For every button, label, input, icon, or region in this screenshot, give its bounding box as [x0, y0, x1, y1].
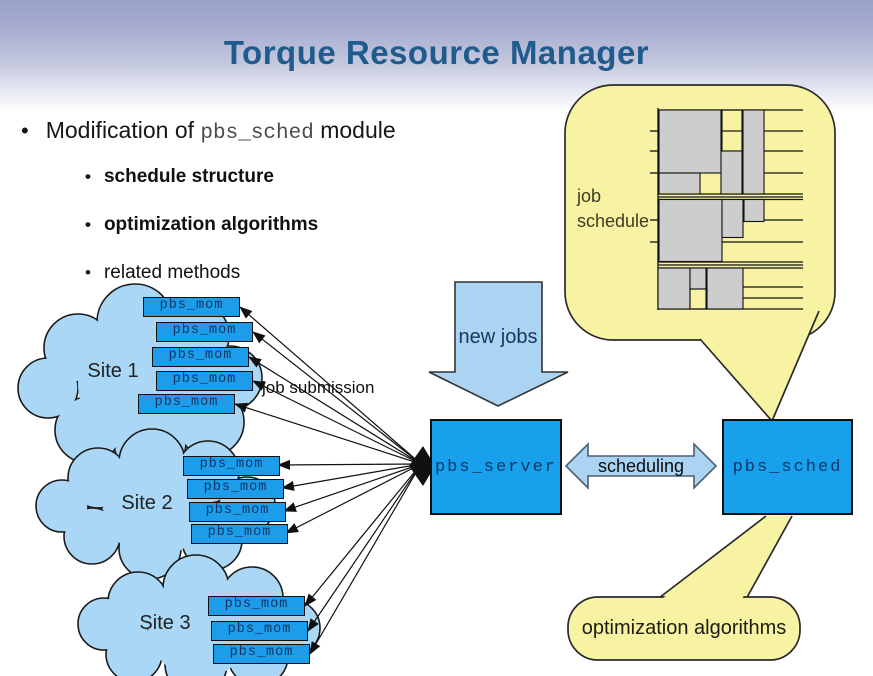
sub-bullet-schedule-structure: •schedule structure: [85, 166, 274, 187]
node-pbs-mom: pbs_mom: [208, 596, 305, 616]
node-pbs-mom: pbs_mom: [143, 297, 240, 317]
optimization-bubble-tail-outline: [654, 515, 793, 602]
bullet-dot: •: [85, 263, 91, 282]
node-pbs-mom: pbs_mom: [187, 479, 284, 499]
scheduling-arrow: [564, 442, 718, 490]
bullet-dot: •: [85, 215, 91, 234]
sub-bullet-related-methods: •related methods: [85, 262, 241, 283]
node-pbs-mom: pbs_mom: [183, 456, 280, 476]
arrow-convergence-point: [409, 446, 435, 486]
new-jobs-label: new jobs: [458, 326, 538, 348]
site-2-label: Site 2: [121, 492, 173, 514]
node-pbs-mom: pbs_mom: [138, 394, 235, 414]
node-pbs-mom: pbs_mom: [213, 644, 310, 664]
site-3-label: Site 3: [139, 612, 191, 634]
box-pbs-server: pbs_server: [430, 419, 562, 515]
node-pbs-mom: pbs_mom: [211, 621, 308, 641]
node-pbs-mom: pbs_mom: [152, 347, 249, 367]
sub-bullet-list: •schedule structure •optimization algori…: [85, 166, 318, 310]
bullet-dot: •: [85, 167, 91, 186]
job-submission-arrows: [234, 306, 422, 655]
optimization-bubble-tail-fill: [662, 519, 789, 599]
gantt-blocks: [657, 109, 765, 310]
bullet-dot: •: [21, 118, 29, 143]
bullet-main-prefix: Modification of: [45, 117, 201, 143]
bullet-main-suffix: module: [313, 117, 396, 143]
node-pbs-mom: pbs_mom: [156, 322, 253, 342]
site-1-label: Site 1: [87, 360, 139, 382]
optimization-label: optimization algorithms: [581, 617, 787, 639]
scheduling-label: scheduling: [597, 456, 685, 476]
job-submission-label: job submission: [262, 378, 375, 397]
cloud-site-3: [77, 554, 321, 676]
box-pbs-sched: pbs_sched: [722, 419, 853, 515]
node-pbs-mom: pbs_mom: [191, 524, 288, 544]
new-jobs-arrow: [428, 281, 569, 407]
node-pbs-mom: pbs_mom: [189, 502, 286, 522]
slide-title: Torque Resource Manager: [223, 34, 650, 71]
sub-bullet-optimization-algorithms: •optimization algorithms: [85, 214, 319, 235]
job-schedule-bubble-tail: [700, 311, 819, 421]
node-pbs-mom: pbs_mom: [156, 371, 253, 391]
job-schedule-label: job schedule: [577, 186, 650, 231]
bullet-main: • Modification of pbs_sched module: [21, 117, 396, 145]
bullet-main-code: pbs_sched: [200, 122, 314, 145]
